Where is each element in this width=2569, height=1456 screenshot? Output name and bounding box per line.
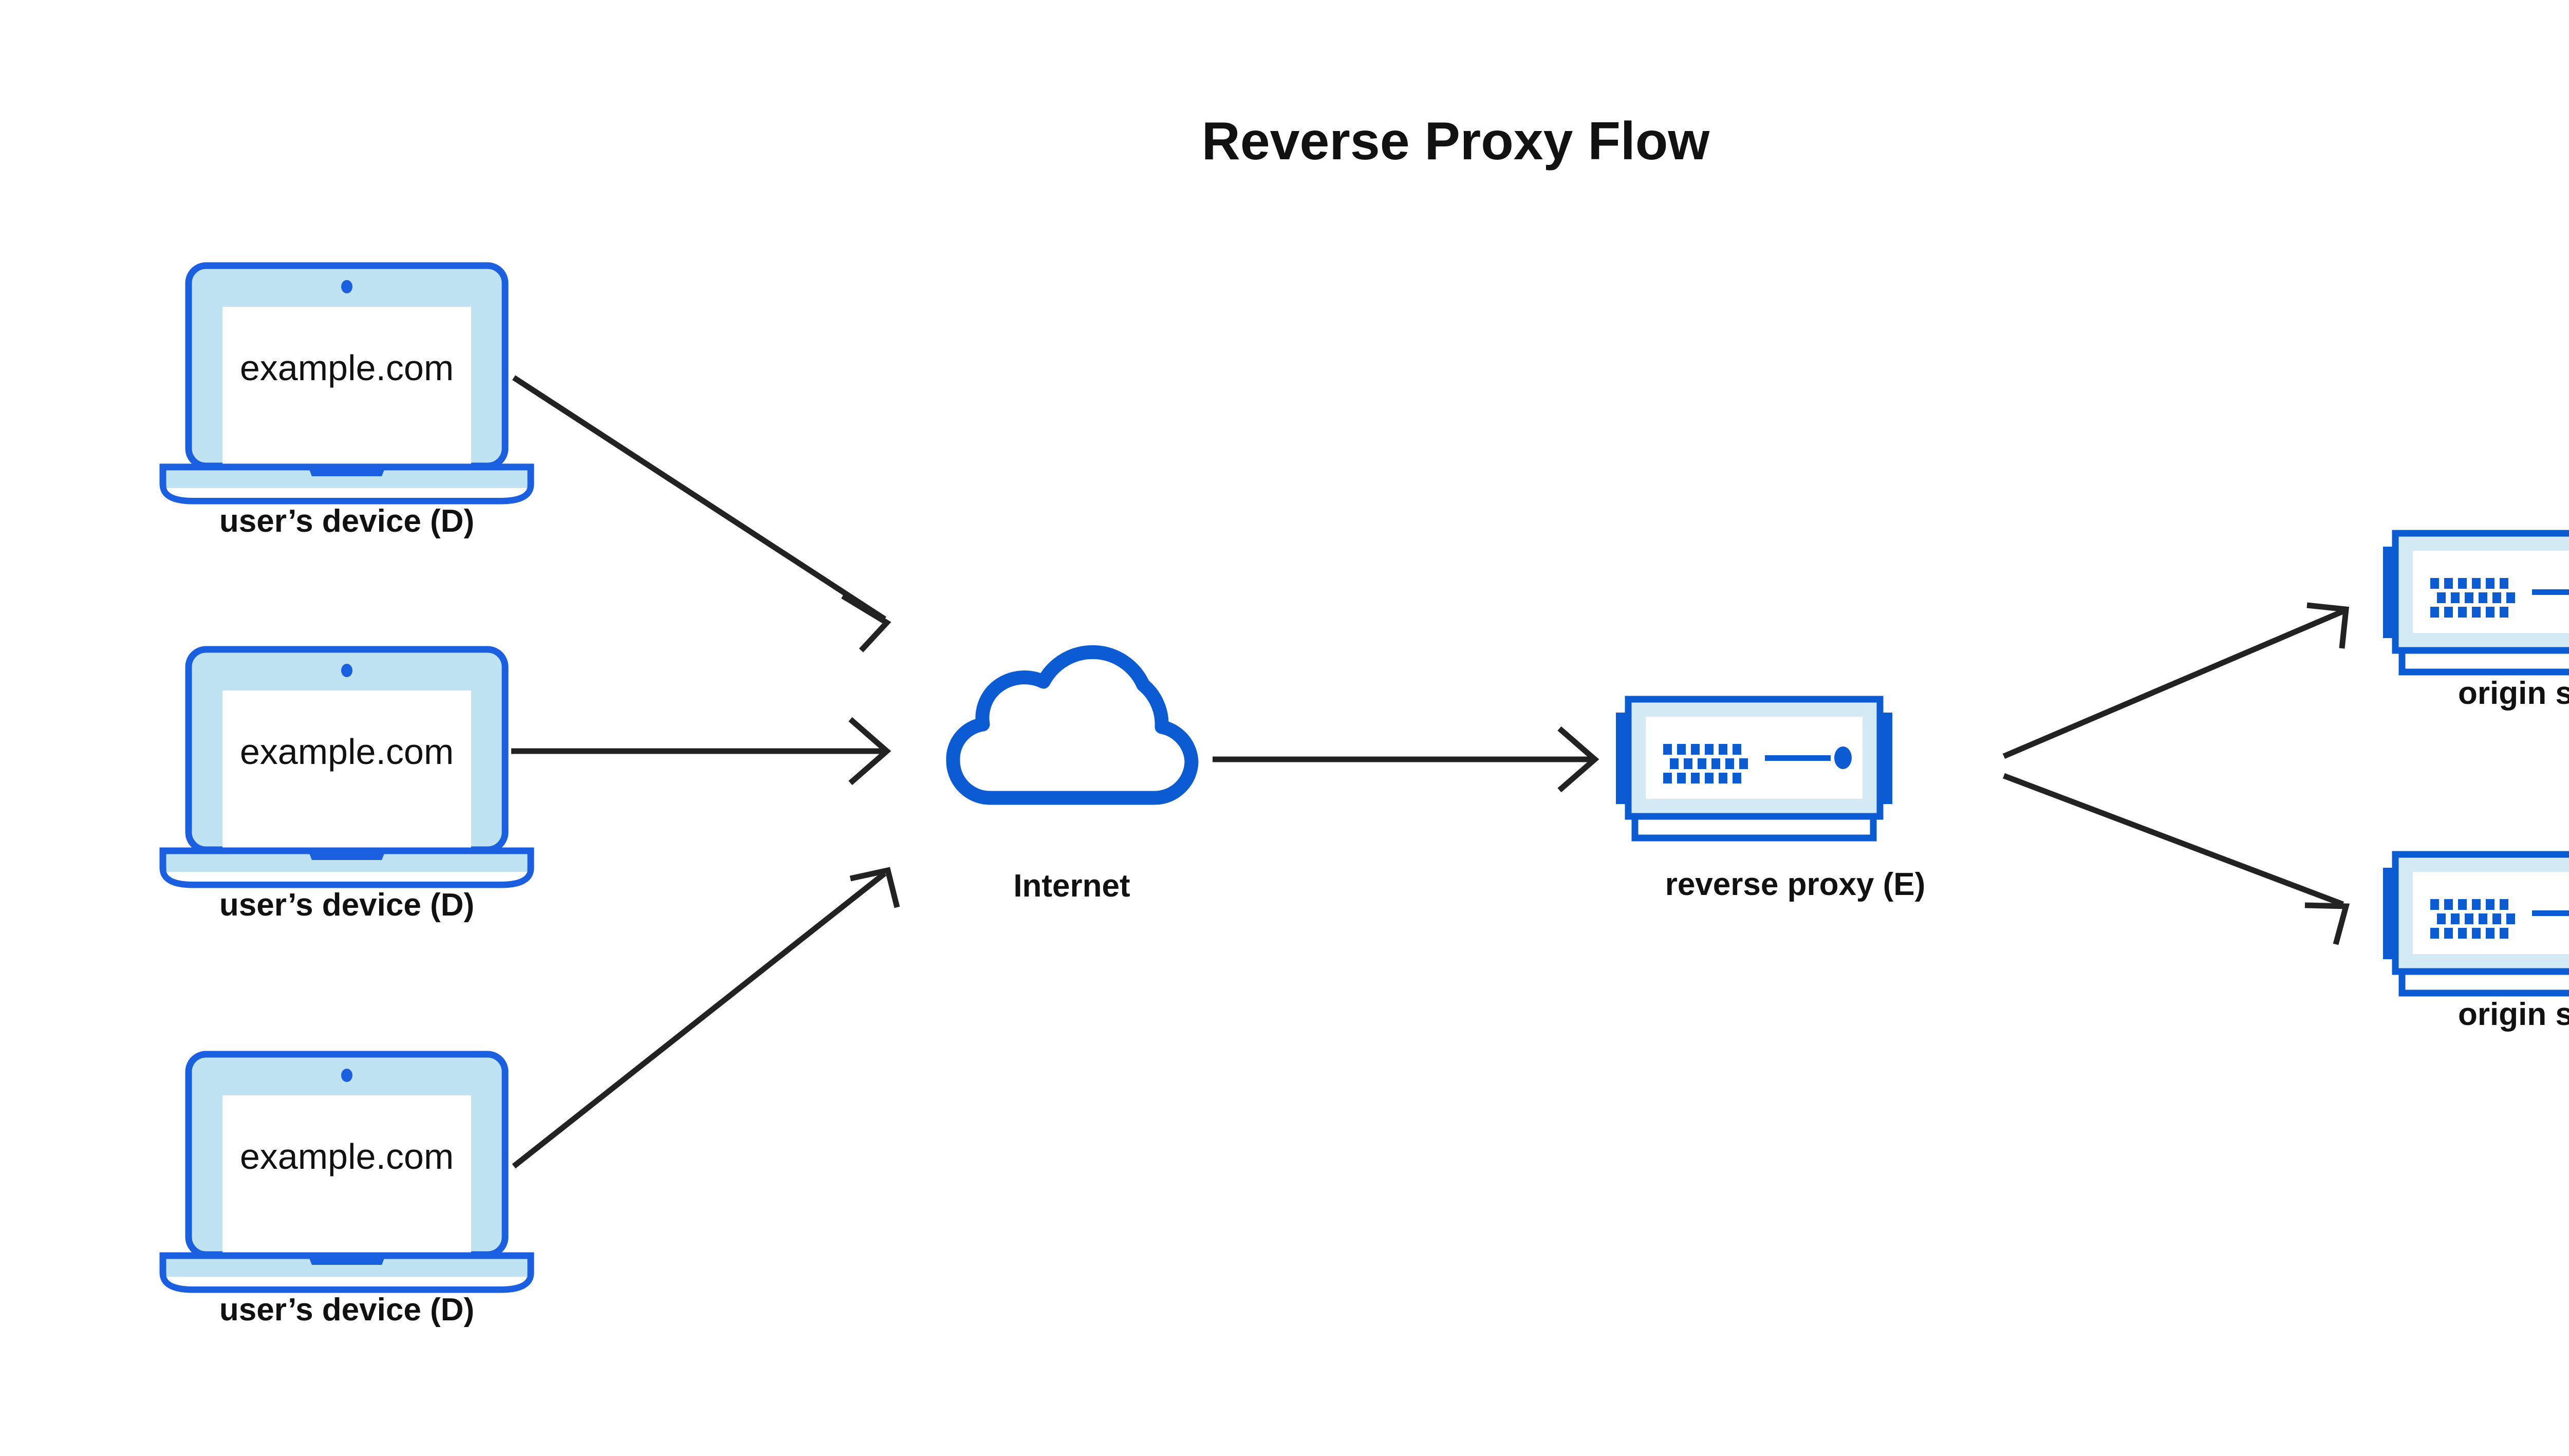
laptop-screen-text: example.com [240, 732, 454, 772]
node-origin-1[interactable]: origin server (F) [2383, 533, 2569, 711]
node-label-internet: Internet [1013, 868, 1130, 904]
laptop-screen-text: example.com [240, 348, 454, 388]
edge-client2-internet [511, 717, 891, 786]
node-label-reverse-proxy: reverse proxy (E) [1665, 867, 1926, 902]
edge-layer [511, 375, 2350, 1169]
cloud-icon [953, 652, 1192, 798]
edge-client3-internet [512, 867, 900, 1169]
laptop-screen-text: example.com [240, 1136, 454, 1177]
server-icon [1616, 699, 1892, 838]
node-label-client-2: user’s device (D) [219, 887, 474, 923]
node-client-1[interactable]: example.com user’s device (D) [163, 266, 531, 539]
server-icon [2383, 533, 2569, 672]
node-origin-2[interactable]: origin server (F) [2383, 854, 2569, 1032]
node-client-2[interactable]: example.com user’s device (D) [163, 649, 531, 923]
node-label-origin-2: origin server (F) [2458, 997, 2569, 1032]
node-reverse-proxy[interactable]: reverse proxy (E) [1616, 699, 1925, 902]
node-label-origin-1: origin server (F) [2458, 676, 2569, 711]
node-client-3[interactable]: example.com user’s device (D) [163, 1054, 531, 1328]
node-internet[interactable]: Internet [953, 652, 1192, 904]
edge-proxy-origin2 [2003, 773, 2350, 945]
node-label-client-3: user’s device (D) [219, 1292, 474, 1328]
edge-client1-internet [512, 375, 891, 652]
page-title: Reverse Proxy Flow [1202, 111, 1710, 171]
edge-internet-proxy [1213, 726, 1599, 793]
node-label-client-1: user’s device (D) [219, 503, 474, 539]
edge-proxy-origin1 [2002, 602, 2350, 759]
server-icon [2383, 854, 2569, 993]
